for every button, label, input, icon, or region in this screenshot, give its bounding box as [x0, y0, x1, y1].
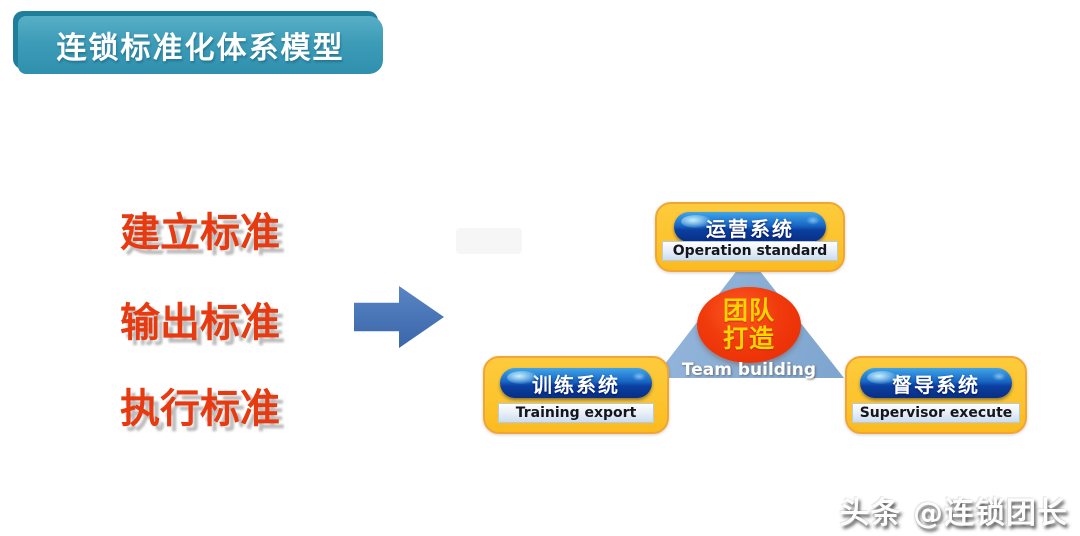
step-label-execute-standard: 执行标准 — [120, 386, 280, 432]
node-supervision-system: 督导系统 Supervisor execute — [845, 356, 1027, 434]
right-arrow-icon — [354, 286, 444, 348]
step-label-output-standard: 输出标准 — [120, 300, 280, 346]
title-banner: 连锁标准化体系模型 — [13, 11, 383, 74]
node-operation-title: 运营系统 — [706, 216, 794, 241]
node-supervision-title: 督导系统 — [892, 372, 980, 397]
faint-highlight — [456, 228, 522, 254]
watermark-text: 头条 @连锁团长 — [839, 496, 1068, 531]
node-operation-strip: Operation standard — [662, 241, 838, 261]
node-training-pill: 训练系统 — [500, 368, 652, 398]
node-training-strip: Training export — [498, 403, 654, 423]
banner-body: 连锁标准化体系模型 — [18, 16, 383, 74]
node-training-system: 训练系统 Training export — [483, 356, 669, 434]
node-training-subtitle: Training export — [515, 405, 637, 421]
team-circle-line1: 团队 — [722, 296, 775, 325]
node-supervision-pill: 督导系统 — [860, 368, 1012, 398]
team-circle-line2: 打造 — [722, 324, 775, 353]
node-operation-pill: 运营系统 — [674, 212, 826, 242]
node-operation-subtitle: Operation standard — [672, 243, 828, 259]
node-operation-system: 运营系统 Operation standard — [655, 202, 845, 272]
team-building-caption: Team building — [681, 360, 817, 380]
node-supervision-strip: Supervisor execute — [852, 403, 1020, 423]
node-training-title: 训练系统 — [532, 372, 620, 397]
step-label-establish-standard: 建立标准 — [120, 210, 280, 256]
slide-title: 连锁标准化体系模型 — [56, 31, 345, 66]
team-building-circle: 团队 打造 — [697, 287, 801, 363]
node-supervision-subtitle: Supervisor execute — [859, 405, 1013, 421]
